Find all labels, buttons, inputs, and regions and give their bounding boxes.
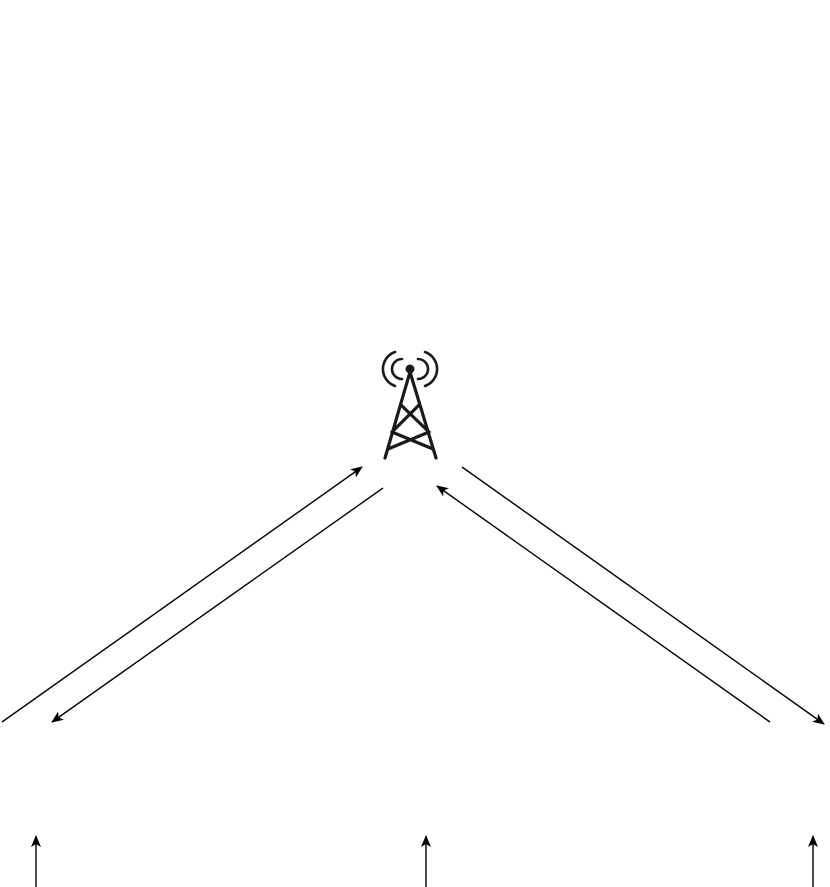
radio-tower-icon (381, 350, 439, 460)
downlink-arrow-right (461, 466, 825, 725)
downlink-arrow-left (51, 487, 384, 723)
uplink-arrow-left (1, 466, 363, 723)
uplink-arrow-right (436, 485, 771, 723)
